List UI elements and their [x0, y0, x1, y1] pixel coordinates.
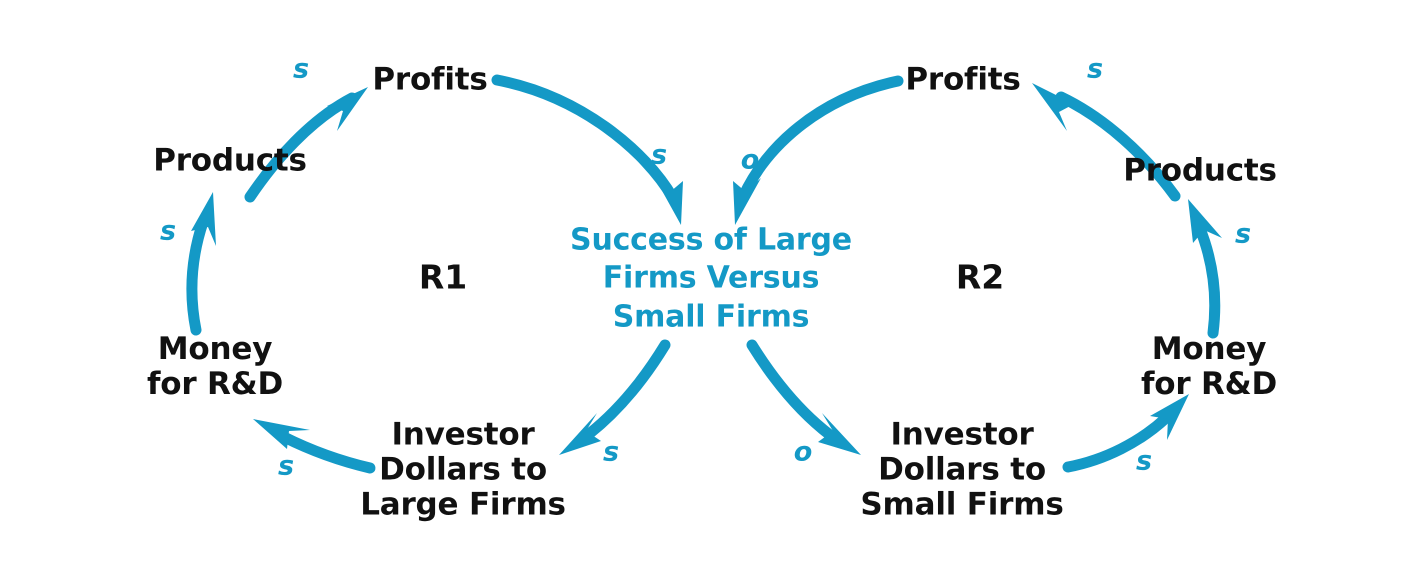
node-investor-dollars-large-firms: Investor Dollars to Large Firms [360, 416, 566, 523]
node-products-right: Products [1123, 152, 1277, 189]
loop-label-r2: R2 [955, 257, 1005, 297]
center-variable-label: Success of Large Firms Versus Small Firm… [570, 222, 852, 335]
node-profits-right: Profits [905, 61, 1021, 98]
polarity-label-l7: o [793, 436, 813, 468]
link-investor-left-to-money-left [253, 419, 376, 474]
polarity-label-l5: s [159, 215, 177, 247]
polarity-label-l10: s [1086, 53, 1104, 85]
node-investor-dollars-small-firms: Investor Dollars to Small Firms [860, 416, 1064, 523]
link-center-to-investor-right [746, 339, 861, 455]
node-products-left: Products [153, 142, 307, 179]
link-money-right-to-products-right [1188, 199, 1222, 339]
polarity-label-l3: s [602, 436, 620, 468]
link-investor-right-to-money-right [1062, 394, 1189, 473]
link-products-right-to-profits-right [1032, 83, 1181, 202]
node-money-for-rd-right: Money for R&D [1140, 330, 1278, 402]
polarity-label-l1: s [292, 53, 310, 85]
polarity-label-l6: o [740, 144, 760, 176]
polarity-label-l4: s [277, 450, 295, 482]
node-money-for-rd-left: Money for R&D [146, 330, 284, 402]
node-profits-left: Profits [372, 61, 488, 98]
link-arrows [186, 74, 1222, 474]
link-products-left-to-profits-left [244, 87, 368, 203]
link-money-left-to-products-left [186, 192, 216, 336]
link-profits-right-to-center [733, 75, 904, 225]
polarity-label-l2: s [650, 139, 668, 171]
link-profits-left-to-center [491, 74, 683, 225]
polarity-label-l8: s [1135, 445, 1153, 477]
loop-label-r1: R1 [418, 257, 468, 297]
polarity-label-l9: s [1234, 218, 1252, 250]
link-center-to-investor-left [559, 339, 671, 455]
